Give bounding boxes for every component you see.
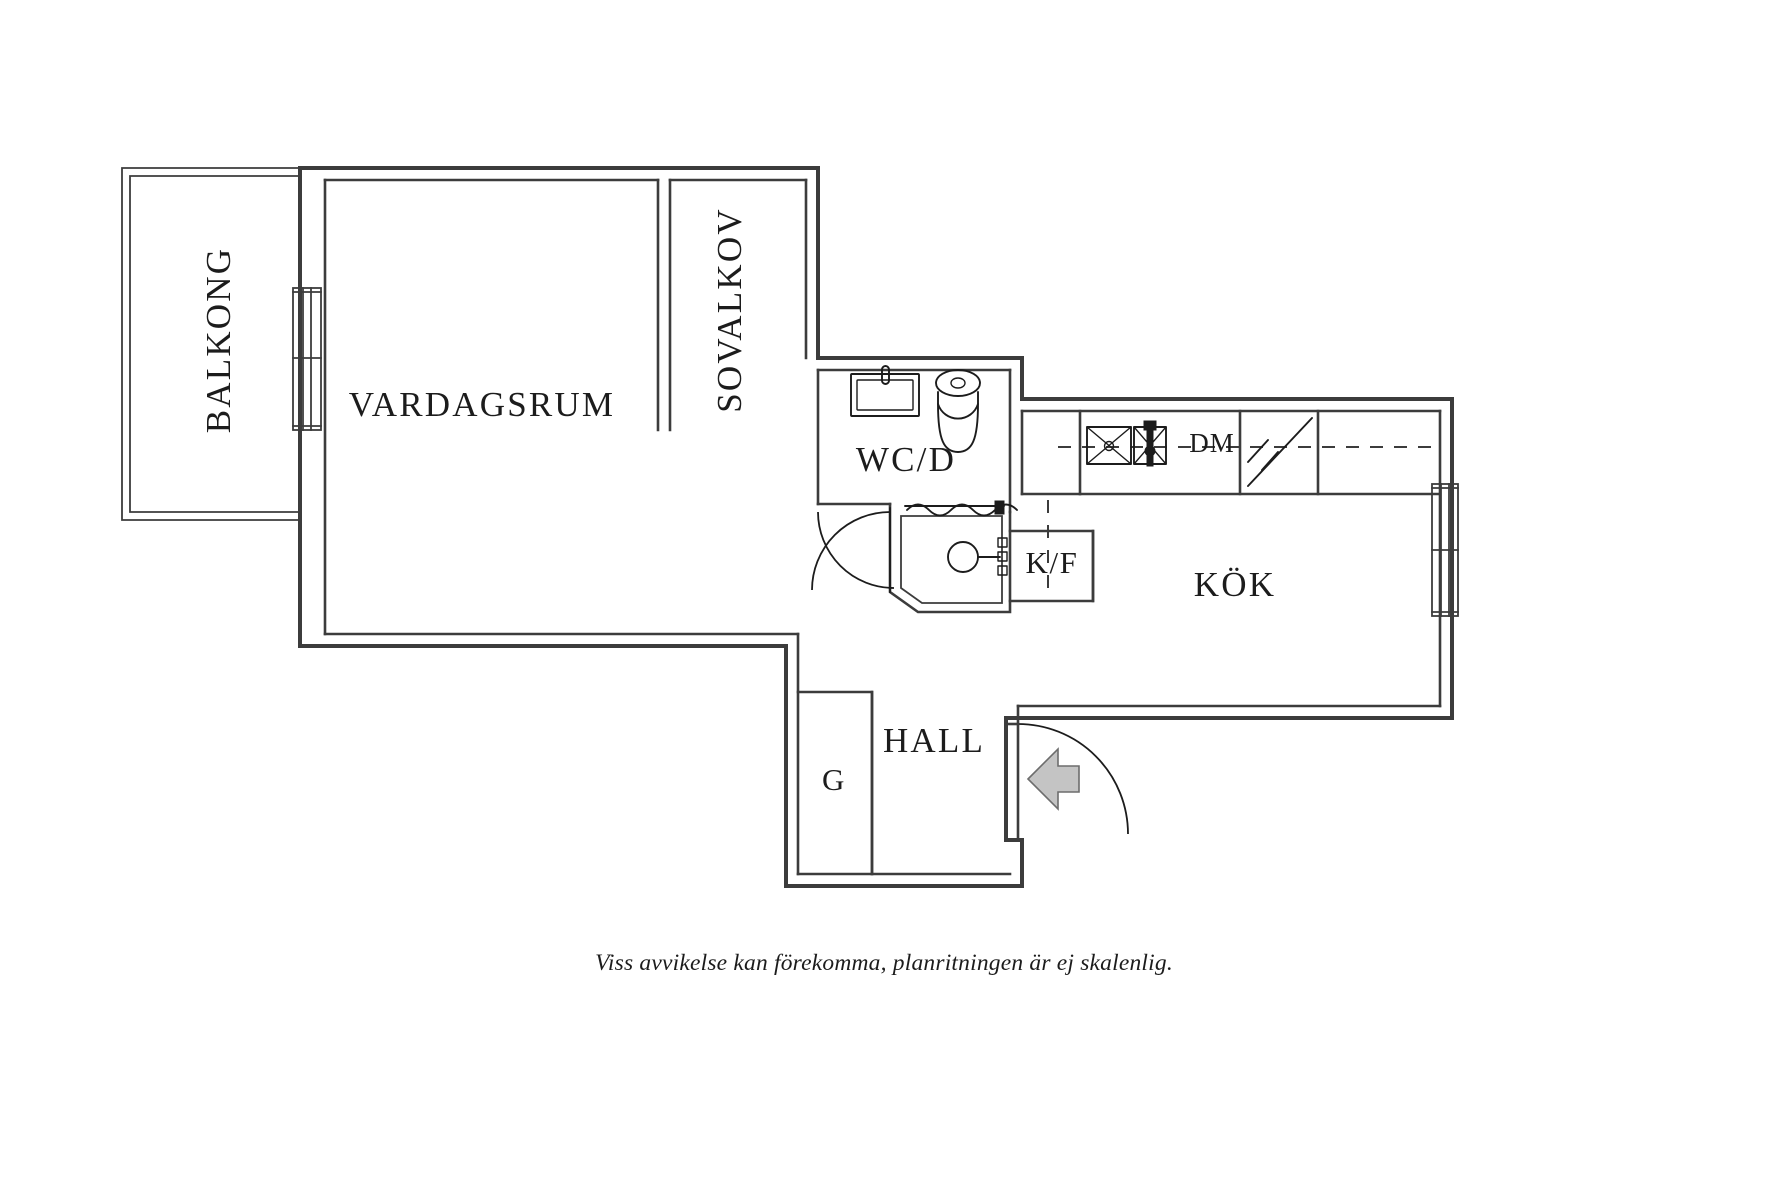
room-label-balkong: BALKONG (199, 247, 238, 434)
shower-curtain (904, 500, 1018, 517)
bathroom-washbasin (850, 365, 920, 417)
kitchen-sink-secondary (1133, 420, 1167, 467)
kitchen-counter-guides (1047, 446, 1440, 600)
apartment-outer-walls (298, 166, 1454, 888)
bathroom-door[interactable] (811, 507, 895, 593)
kitchen-window[interactable] (1431, 483, 1459, 617)
balcony-door[interactable] (292, 287, 322, 431)
kitchen-walls (1016, 409, 1442, 726)
appliance-label-dishwasher: DM (1189, 428, 1235, 458)
living-room-inner-walls (323, 632, 1012, 876)
entrance-direction-arrow (1026, 747, 1080, 811)
living-bedroom-partition (323, 178, 808, 636)
kf-closet (1008, 529, 1095, 603)
plan-caption: Viss avvikelse kan förekomma, planritnin… (595, 950, 1173, 976)
room-label-kok: KÖK (1194, 565, 1276, 604)
room-label-vardagsrum: VARDAGSRUM (349, 385, 615, 424)
hall-walls (796, 690, 874, 876)
room-label-sovalkov: SOVALKOV (710, 207, 749, 413)
entrance-door[interactable] (1004, 722, 1129, 842)
toilet (935, 369, 981, 453)
stove-cooktop (1247, 417, 1313, 487)
room-label-hall: HALL (883, 721, 985, 760)
bathroom-walls (816, 368, 1012, 614)
kitchen-sink (1086, 426, 1132, 465)
room-label-garderob: G (822, 762, 846, 797)
room-label-k-f: K/F (1025, 545, 1078, 580)
room-label-wc-d: WC/D (856, 440, 956, 479)
shower-fixture (947, 537, 1008, 576)
